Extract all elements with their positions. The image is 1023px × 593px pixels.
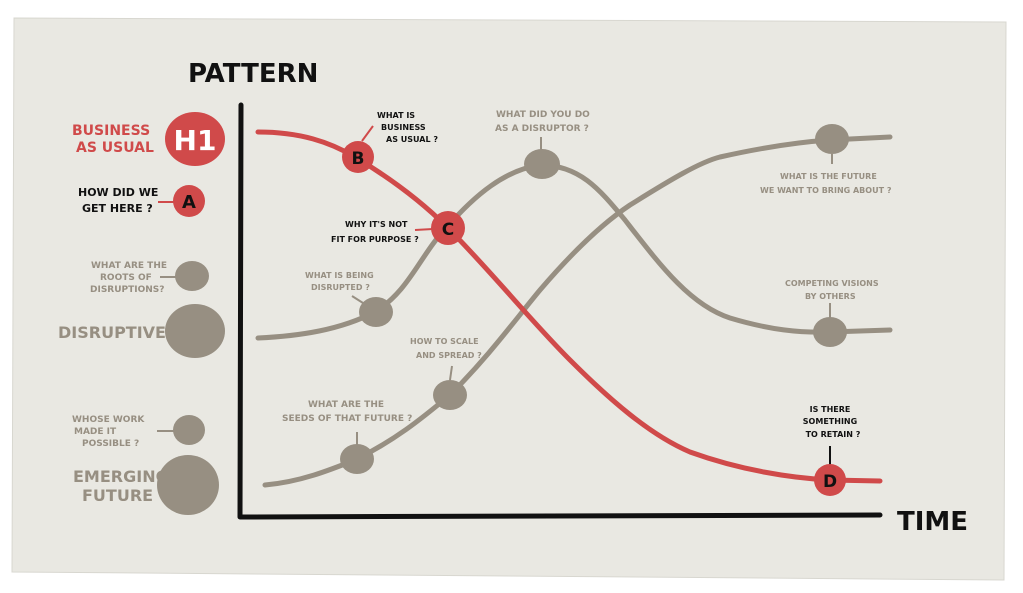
point-future: What is the future we want to bring abou…	[760, 124, 892, 195]
d-question-line: to retain ?	[806, 430, 861, 439]
a-question-line: get here ?	[82, 202, 153, 215]
legend-whose: Whose work made it possible ?	[72, 415, 205, 449]
point-being-disrupted: What is being disrupted ?	[305, 271, 393, 327]
h1-badge	[165, 112, 225, 166]
b-question-line: as usual ?	[386, 135, 438, 144]
legend-h1: Business as usual H1	[72, 112, 225, 166]
a-badge-label: A	[182, 192, 196, 213]
d-question-line: Is there	[810, 405, 851, 414]
competing-question-line: Competing visions	[785, 279, 879, 288]
c-badge-label: C	[442, 220, 454, 240]
b-question-line: What is	[377, 111, 415, 120]
point-competing: Competing visions by others	[785, 279, 879, 347]
d-badge	[814, 464, 846, 496]
legend-emerging: Emerging future	[73, 455, 219, 515]
point-scale: How to scale and spread ?	[410, 337, 482, 410]
c-question-line: Why it's not	[345, 220, 408, 229]
roots-question-line: roots of	[100, 273, 152, 283]
being-disrupted-question-line: What is being	[305, 271, 374, 280]
future-question-line: we want to bring about ?	[760, 186, 892, 195]
roots-question-line: What are the	[91, 261, 167, 271]
whose-question-line: made it	[74, 427, 117, 437]
point-b: B What is business as usual ?	[342, 111, 438, 173]
h1-title-line: Business	[72, 123, 150, 139]
legend-a: How did we get here ? A	[78, 185, 205, 217]
disruptor-question-line: What did you do	[496, 110, 590, 120]
scale-question-line: and spread ?	[416, 351, 482, 360]
legend-disruptive: Disruptive	[58, 304, 225, 358]
point-seeds: What are the seeds of that future ?	[282, 400, 412, 474]
a-badge	[173, 185, 205, 217]
seeds-question-line: seeds of that future ?	[282, 414, 412, 424]
point-c: C Why it's not fit for purpose ?	[331, 211, 465, 245]
roots-question-line: disruptions?	[90, 285, 165, 295]
point-d: D Is there something to retain ?	[803, 405, 861, 496]
whose-question-line: possible ?	[82, 439, 139, 449]
b-badge	[342, 141, 374, 173]
disruptive-dot	[165, 304, 225, 358]
disruptor-question-line: as a disruptor ?	[495, 124, 589, 134]
scale-question-line: How to scale	[410, 337, 479, 346]
roots-dot	[175, 261, 209, 291]
h1-badge-label: H1	[174, 124, 217, 157]
future-question-line: What is the future	[780, 172, 877, 181]
c-badge	[431, 211, 465, 245]
seeds-question-line: What are the	[308, 400, 384, 410]
disruptive-title: Disruptive	[58, 323, 166, 342]
emerging-dot	[157, 455, 219, 515]
paper-background	[11, 17, 1007, 581]
y-axis-label: Pattern	[188, 59, 318, 89]
b-question-line: business	[381, 123, 426, 132]
whose-question-line: Whose work	[72, 415, 145, 425]
point-disruptor: What did you do as a disruptor ?	[495, 110, 590, 179]
b-badge-label: B	[352, 149, 365, 169]
axes-lines	[237, 102, 883, 520]
c-question-line: fit for purpose ?	[331, 235, 419, 244]
being-disrupted-question-line: disrupted ?	[311, 283, 370, 292]
legend-roots: What are the roots of disruptions?	[90, 261, 209, 295]
whose-dot	[173, 415, 205, 445]
d-badge-label: D	[823, 472, 837, 492]
competing-question-line: by others	[805, 292, 856, 301]
x-axis-label: Time	[897, 507, 968, 537]
emerging-title-line: future	[82, 486, 153, 505]
d-question-line: something	[803, 417, 857, 426]
h1-title-line: as usual	[76, 140, 154, 156]
emerging-title-line: Emerging	[73, 467, 169, 486]
a-question-line: How did we	[78, 186, 158, 199]
